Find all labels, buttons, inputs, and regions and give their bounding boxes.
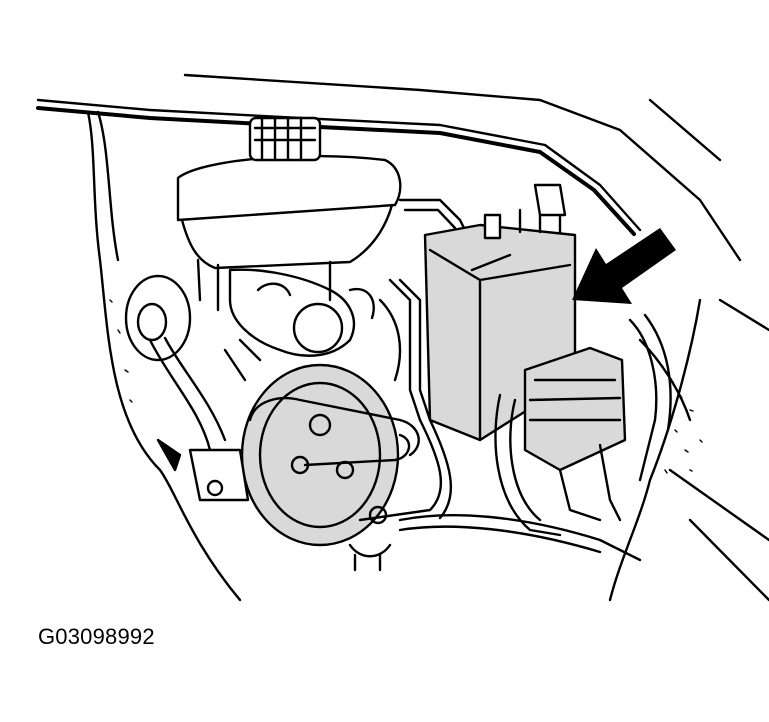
- master-cylinder: [223, 268, 375, 382]
- surface-texture: [109, 299, 703, 474]
- bracket-shadow: [156, 438, 182, 472]
- left-hose: [124, 274, 250, 502]
- electrical-connector: [494, 313, 672, 537]
- cowl-panel: [36, 73, 742, 602]
- figure-code: G03098992: [38, 624, 155, 649]
- brake-booster: [240, 363, 420, 572]
- fluid-reservoir: [176, 116, 402, 312]
- indicator-arrow: [572, 228, 676, 304]
- brake-lines: [358, 198, 642, 562]
- strut-tower: [608, 298, 769, 602]
- engine-bay-illustration: [36, 73, 769, 602]
